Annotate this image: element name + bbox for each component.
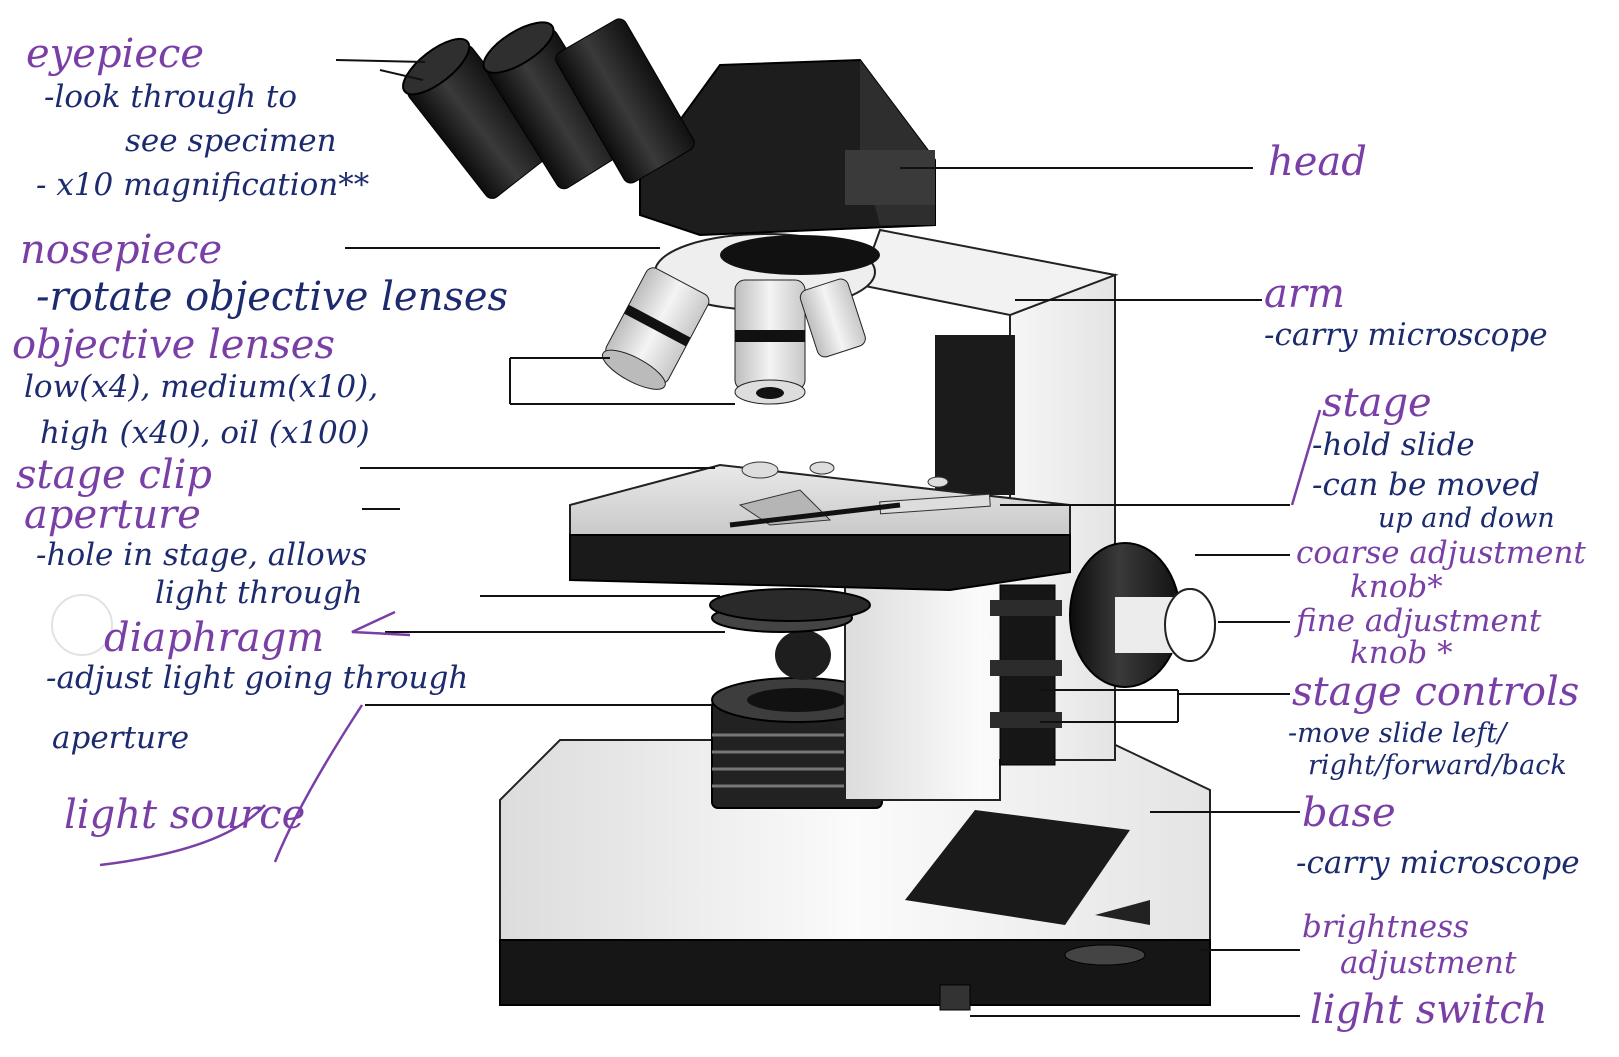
nosepiece-desc: -rotate objective lenses — [36, 277, 508, 318]
diaphragm-desc-2: aperture — [52, 723, 189, 755]
label-head: head — [1268, 142, 1367, 183]
label-fine-adjustment: fine adjustment — [1296, 606, 1541, 638]
diaphragm-desc-1: -adjust light going through — [46, 663, 468, 695]
objective-lenses-desc-1: low(x4), medium(x10), — [24, 372, 378, 404]
aperture-desc-2: light through — [155, 578, 363, 610]
label-objective-lenses: objective lenses — [12, 325, 335, 366]
base-desc: -carry microscope — [1296, 848, 1580, 880]
label-light-source: light source — [64, 795, 305, 836]
eyepiece-desc-2: see specimen — [125, 126, 337, 158]
aperture-desc-1: -hole in stage, allows — [36, 540, 367, 572]
label-stage-clip: stage clip — [16, 455, 212, 496]
label-aperture: aperture — [24, 495, 201, 536]
eyepiece-desc-1: -look through to — [44, 82, 297, 114]
objective-lenses-desc-2: high (x40), oil (x100) — [40, 418, 370, 450]
coarse-adjustment-desc: knob* — [1350, 572, 1443, 604]
label-stage-controls: stage controls — [1292, 672, 1579, 713]
label-brightness: brightness — [1302, 912, 1469, 944]
stage-desc-1: -hold slide — [1312, 430, 1475, 462]
hole-punch — [52, 595, 112, 655]
label-coarse-adjustment: coarse adjustment — [1296, 538, 1586, 570]
stage-controls-desc-1: -move slide left/ — [1288, 720, 1506, 748]
label-light-switch: light switch — [1310, 990, 1548, 1031]
label-diaphragm: diaphragm — [104, 618, 324, 659]
label-stage: stage — [1322, 383, 1432, 424]
label-nosepiece: nosepiece — [20, 230, 222, 271]
stage-desc-2: -can be moved — [1312, 470, 1540, 502]
label-base: base — [1302, 793, 1396, 834]
stage-desc-3: up and down — [1378, 505, 1555, 533]
brightness-desc: adjustment — [1340, 948, 1516, 980]
fine-adjustment-desc: knob * — [1350, 638, 1453, 670]
label-arm: arm — [1264, 274, 1345, 315]
eyepiece-desc-3: - x10 magnification** — [36, 170, 369, 202]
label-eyepiece: eyepiece — [26, 34, 204, 75]
arm-desc: -carry microscope — [1264, 320, 1548, 352]
stage-controls-desc-2: right/forward/back — [1308, 752, 1567, 780]
